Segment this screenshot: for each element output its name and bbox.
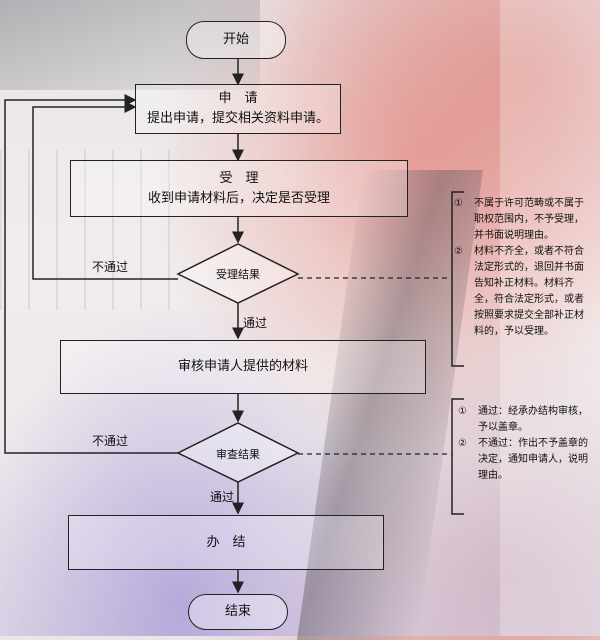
review-result-diamond — [176, 422, 300, 483]
review-label: 审核申请人提供的材料 — [177, 359, 308, 374]
end-node: 结束 — [188, 594, 288, 630]
background-house — [0, 150, 170, 310]
start-node: 开始 — [186, 21, 286, 59]
apply-box: 申 请 提出申请，提交相关资料申请。 — [135, 84, 341, 134]
apply-desc: 提出申请，提交相关资料申请。 — [146, 111, 329, 126]
accept-result-label: 受理结果 — [216, 268, 260, 281]
edge-label-not-pass-2: 不通过 — [92, 434, 129, 448]
accept-box: 受 理 收到申请材料后，决定是否受理 — [70, 160, 408, 217]
edge-label-pass-1: 通过 — [243, 316, 268, 330]
review-result-label: 审查结果 — [216, 448, 260, 461]
accept-desc: 收到申请材料后，决定是否受理 — [147, 190, 330, 206]
background-haze — [500, 0, 600, 636]
edge-label-pass-2: 通过 — [210, 490, 235, 504]
review-box: 审核申请人提供的材料 — [60, 340, 426, 394]
finish-box: 办 结 — [68, 515, 384, 570]
end-label: 结束 — [224, 604, 251, 619]
accept-result-diamond — [176, 243, 300, 304]
accept-title: 受 理 — [219, 170, 259, 186]
edge-label-not-pass-1: 不通过 — [92, 260, 129, 274]
review-note-bracket — [451, 398, 464, 515]
loop-accept-not-pass — [32, 101, 178, 280]
finish-label: 办 结 — [206, 534, 246, 550]
accept-note-bracket — [451, 191, 464, 367]
background-roof — [0, 0, 260, 90]
apply-title: 申 请 — [218, 91, 258, 106]
start-label: 开始 — [222, 32, 249, 47]
loop-review-not-pass — [4, 94, 178, 454]
